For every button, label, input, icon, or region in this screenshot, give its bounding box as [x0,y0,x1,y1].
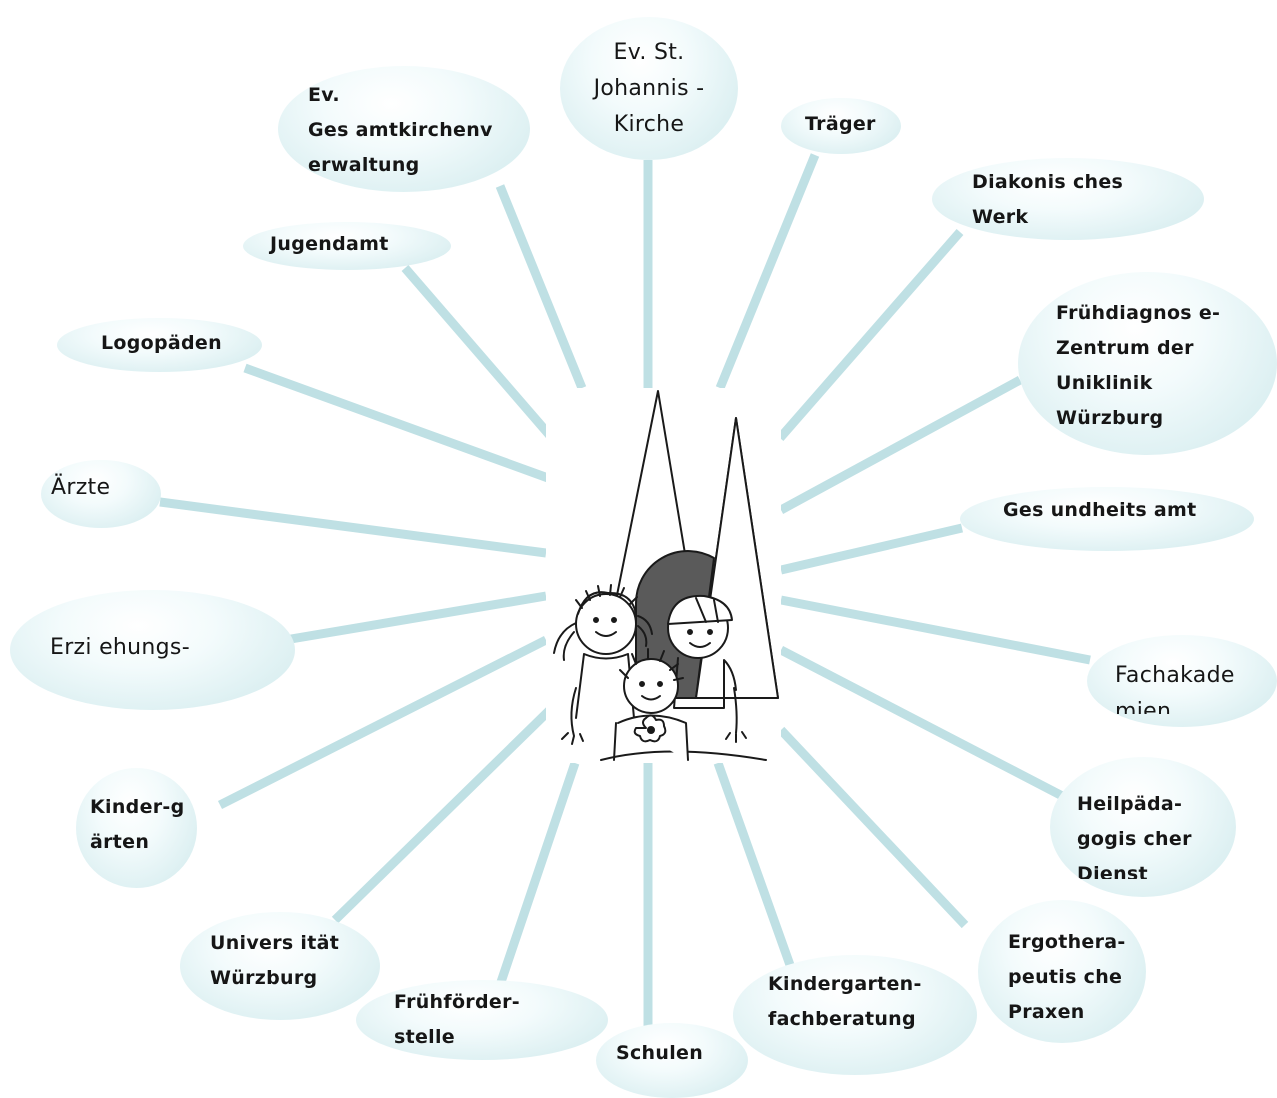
node-fruehdiagnose-label: Frühdiagnos e- Zentrum der Uniklinik Wür… [1056,302,1221,428]
spoke-fachakademien [780,595,1091,665]
node-jugendamt-label: Jugendamt [270,233,389,255]
node-fachakademien-label: Fachakade mien [1115,663,1235,714]
spoke-diakonisches-werk [776,229,964,441]
node-kindergartenfachberatung-label: Kindergarten- fachberatung [768,973,922,1030]
spoke-ergotherapeutische-praxen [777,726,969,929]
node-jugendamt: Jugendamt [243,222,451,270]
spoke-aerzte [159,497,547,558]
node-kindergartenfachberatung: Kindergarten- fachberatung [733,955,977,1075]
node-fruehdiagnose: Frühdiagnos e- Zentrum der Uniklinik Wür… [1018,272,1277,455]
node-kindergaerten-label: Kinder-g ärten [90,796,185,853]
node-diakonisches-werk: Diakonis ches Werk [932,158,1204,240]
node-ev-st-johannis: Ev. St. Johannis - Kirche [560,17,738,160]
node-ergotherapeutische-praxen: Ergothera- peutis che Praxen [978,900,1146,1043]
node-universitaet-wuerzburg-label: Univers ität Würzburg [210,932,340,989]
node-gesamtkirchenverwaltung: Ev. Ges amtkirchenv erwaltung [278,66,530,192]
boy-figure [667,594,747,743]
node-logopaeden-label: Logopäden [101,332,222,354]
node-traeger: Träger [781,98,901,154]
spoke-erziehungsberatung [284,591,547,645]
node-aerzte-label: Ärzte [51,475,111,500]
node-ev-st-johannis-label: Ev. St. Johannis - Kirche [593,40,705,137]
spoke-kindergaerten [217,635,549,810]
node-gesundheitsamt-label: Ges undheits amt [1003,499,1197,521]
spoke-gesundheitsamt [779,523,964,575]
node-erziehungsberatung-label: Erzi ehungs- [50,635,190,660]
node-schulen: Schulen [596,1023,748,1098]
spokes [159,153,1091,1030]
toddler-figure [613,648,689,761]
node-schulen-label: Schulen [616,1042,704,1064]
node-ergotherapeutische-praxen-label: Ergothera- peutis che Praxen [1008,931,1126,1023]
spoke-jugendamt [401,265,556,441]
node-heilpaedagogischer-dienst-label: Heilpäda- gogis cher Dienst [1077,793,1192,879]
children-church-illustration [553,390,779,761]
node-fruehfoerderstelle: Frühförder- stelle [356,980,608,1060]
node-erziehungsberatung: Erzi ehungs- [10,590,295,710]
spoke-traeger [715,153,820,390]
spoke-kindergartenfachberatung [713,761,795,967]
node-diakonisches-werk-label: Diakonis ches Werk [972,171,1124,228]
node-heilpaedagogischer-dienst: Heilpäda- gogis cher Dienst [1050,757,1236,897]
spoke-fruehdiagnose [778,376,1023,514]
node-traeger-label: Träger [805,113,876,135]
spoke-logopaeden [243,363,550,483]
girl-figure [553,584,653,745]
spoke-fruehfoerderstelle [495,761,580,987]
node-gesamtkirchenverwaltung-label: Ev. Ges amtkirchenv erwaltung [308,84,493,176]
node-fachakademien: Fachakade mien [1087,635,1277,727]
node-aerzte: Ärzte [41,460,161,528]
node-logopaeden: Logopäden [57,318,262,372]
center-logo [546,388,781,763]
spoke-universitaet-wuerzburg [331,696,564,924]
spoke-gesamtkirchenverwaltung [495,184,587,390]
spoke-heilpaedagogischer-dienst [778,646,1073,804]
node-gesundheitsamt: Ges undheits amt [960,487,1254,551]
node-universitaet-wuerzburg: Univers ität Würzburg [180,912,380,1020]
node-fruehfoerderstelle-label: Frühförder- stelle [394,991,520,1047]
node-kindergaerten: Kinder-g ärten [76,768,197,888]
